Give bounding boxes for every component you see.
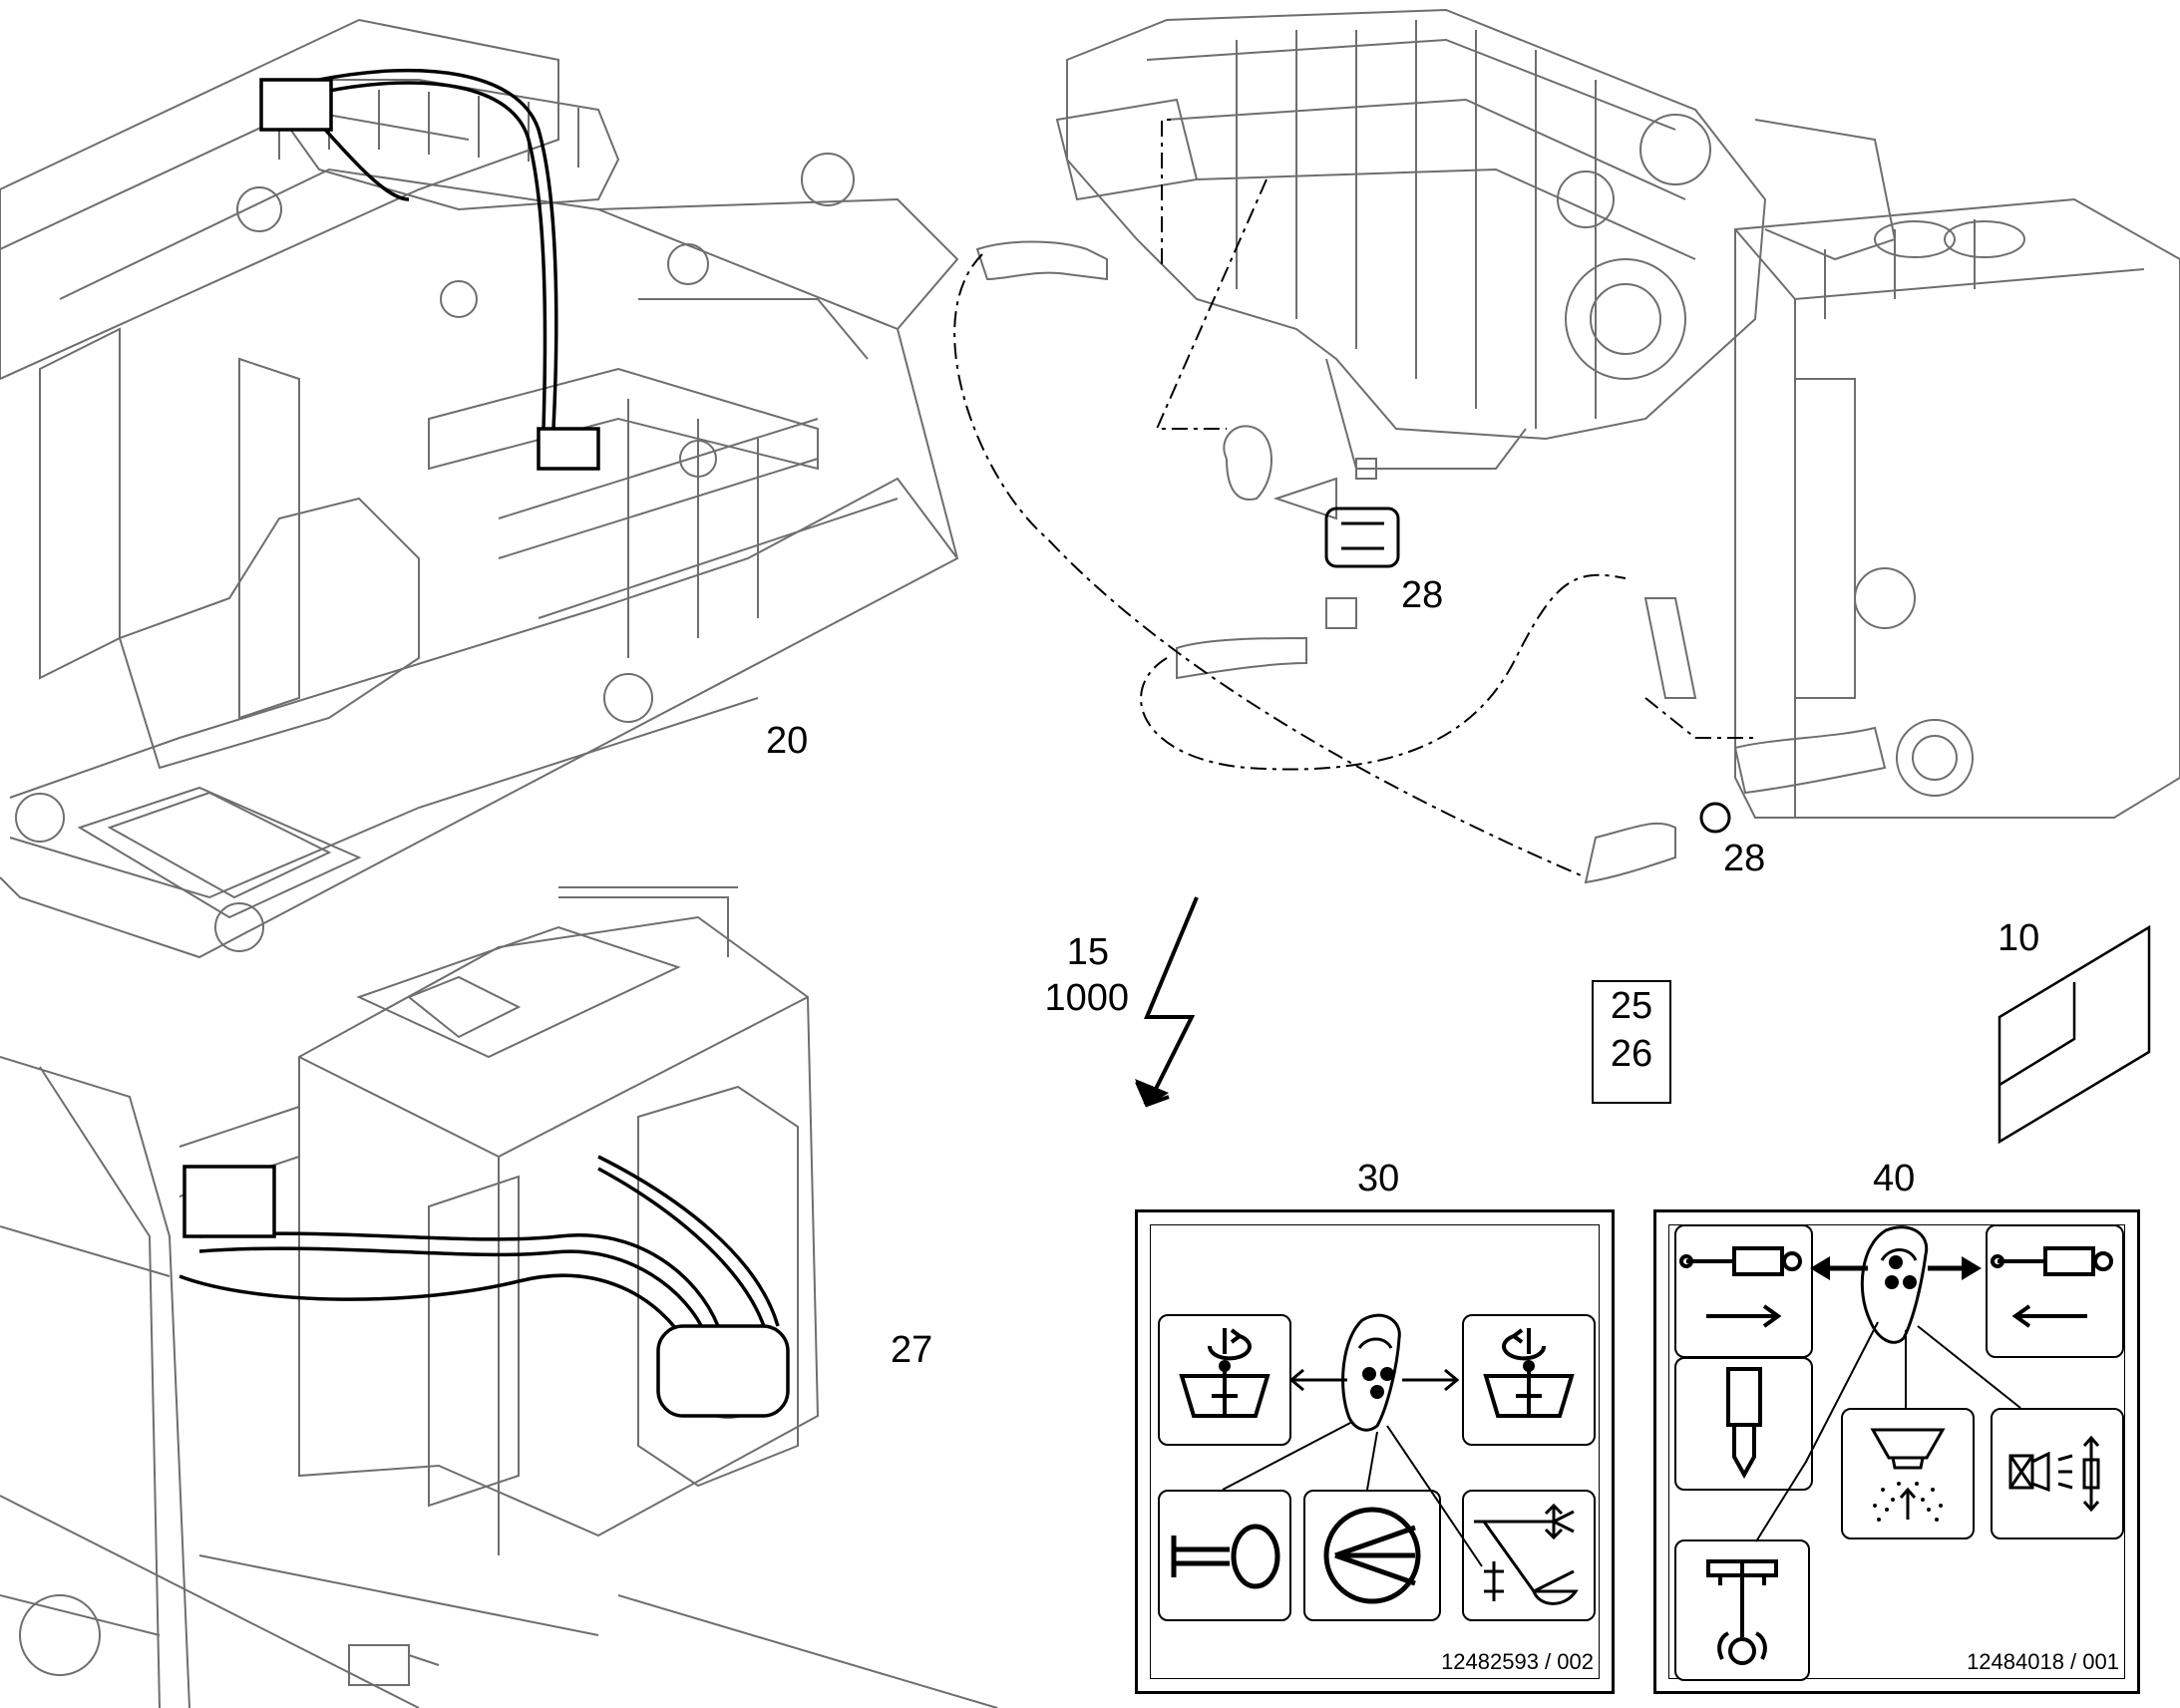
joystick-icon	[1806, 1220, 1986, 1360]
part-number-box: 25 26	[1592, 980, 1671, 1104]
callout-label-sheet: 10	[1998, 917, 2040, 959]
decal-right-code: 12484018 / 001	[1967, 1649, 2119, 1674]
part-box-line-1: 25	[1610, 985, 1653, 1027]
engine-pump-highlight	[1324, 507, 1731, 834]
boom-float-icon	[1462, 1490, 1596, 1621]
tank-assembly-drawing	[0, 886, 998, 1708]
wiper-icon	[1303, 1490, 1441, 1621]
callout-engine-assembly-bottom: 28	[1723, 838, 1766, 879]
decal-left-code: 12482593 / 002	[1441, 1649, 1594, 1674]
decal-left: 12482593 / 002	[1135, 1209, 1615, 1694]
frame-assembly-drawing	[0, 18, 959, 959]
callout-decal-left: 30	[1357, 1158, 1400, 1199]
part-box-line-2: 26	[1610, 1033, 1653, 1075]
swing-lock-right-icon	[1462, 1314, 1596, 1446]
washer-spray-icon	[1841, 1408, 1975, 1539]
engine-assembly-drawing	[975, 8, 2180, 884]
callout-tank-assembly: 27	[891, 1329, 933, 1371]
decal-right-leader-lines	[1755, 1321, 2021, 1542]
decal-right: 12484018 / 001	[1653, 1209, 2140, 1694]
breaker-tool-icon	[1674, 1357, 1813, 1491]
lightning-arrowhead-icon	[1135, 1079, 1169, 1107]
decal-left-leader-lines	[1222, 1421, 1483, 1567]
decal-right-border	[1668, 1224, 2125, 1679]
callout-electrical-quantity: 15	[1066, 931, 1109, 973]
tank-hydraulic-lines	[179, 1155, 790, 1418]
callout-frame-assembly: 20	[766, 720, 809, 762]
cylinder-extend-icon	[1674, 1224, 1813, 1358]
hammer-lift-icon	[1674, 1539, 1810, 1681]
label-sheet-icon	[1998, 924, 2151, 1145]
lightning-bolt-icon	[1144, 896, 1199, 1098]
horn-icon	[1158, 1490, 1291, 1621]
decal-left-border	[1150, 1224, 1600, 1679]
callout-engine-assembly-top: 28	[1401, 574, 1444, 616]
joystick-icon	[1287, 1308, 1462, 1438]
callout-electrical-length: 1000	[1044, 977, 1129, 1019]
cylinder-retract-icon	[1986, 1224, 2124, 1358]
work-light-icon	[1991, 1408, 2124, 1539]
frame-hydraulic-lines	[259, 68, 600, 471]
callout-decal-right: 40	[1873, 1158, 1916, 1199]
routing-dashed-lines	[953, 119, 1755, 878]
